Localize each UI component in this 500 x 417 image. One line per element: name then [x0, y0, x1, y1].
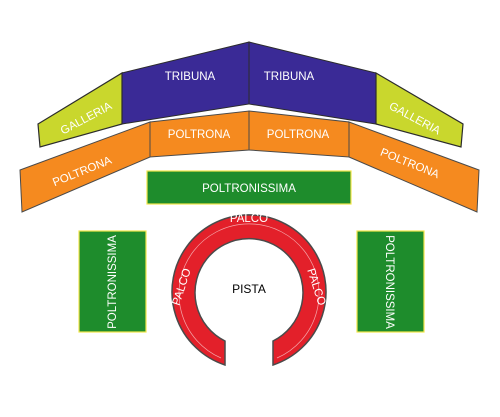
poltronissima-center-shape[interactable]	[146, 170, 352, 205]
poltronissima-right-label: POLTRONISSIMA	[383, 235, 395, 329]
poltronissima-left-shape[interactable]	[78, 230, 147, 333]
poltrona-inner-right-sector[interactable]: POLTRONA	[248, 110, 350, 158]
poltrona-inner-right-label: POLTRONA	[267, 129, 330, 141]
poltronissima-center-label: POLTRONISSIMA	[202, 183, 296, 195]
galleria-left-sector[interactable]: GALLERIA	[37, 71, 123, 148]
tribuna-right-shape[interactable]	[248, 41, 377, 125]
tribuna-right-sector[interactable]: TRIBUNA	[248, 41, 377, 125]
tribuna-left-shape[interactable]	[121, 41, 250, 125]
poltronissima-left-sector[interactable]: POLTRONISSIMA	[78, 230, 147, 333]
galleria-right-sector[interactable]: GALLERIA	[375, 71, 464, 148]
palco-top-label: PALCO	[230, 213, 268, 225]
poltrona-outer-left-sector[interactable]: POLTRONA	[19, 121, 151, 213]
palco-sector[interactable]: PALCO PALCO PALCO	[171, 213, 328, 367]
poltronissima-left-label: POLTRONISSIMA	[107, 235, 119, 329]
tribuna-right-label: TRIBUNA	[264, 71, 315, 83]
poltrona-outer-right-sector[interactable]: POLTRONA	[348, 121, 480, 213]
tribuna-left-label: TRIBUNA	[165, 71, 216, 83]
poltrona-inner-left-sector[interactable]: POLTRONA	[149, 110, 250, 158]
galleria-left-shape[interactable]	[37, 71, 123, 148]
poltronissima-center-sector[interactable]: POLTRONISSIMA	[146, 170, 352, 205]
poltronissima-right-shape[interactable]	[356, 230, 425, 333]
galleria-right-shape[interactable]	[375, 71, 464, 148]
poltronissima-right-sector[interactable]: POLTRONISSIMA	[356, 230, 425, 333]
poltrona-outer-right-shape[interactable]	[348, 121, 480, 213]
palco-ring-divider	[178, 223, 320, 359]
palco-ring-shape[interactable]	[171, 214, 327, 367]
tribuna-left-sector[interactable]: TRIBUNA	[121, 41, 250, 125]
poltrona-inner-left-label: POLTRONA	[168, 129, 231, 141]
pista-label: PISTA	[232, 282, 266, 296]
